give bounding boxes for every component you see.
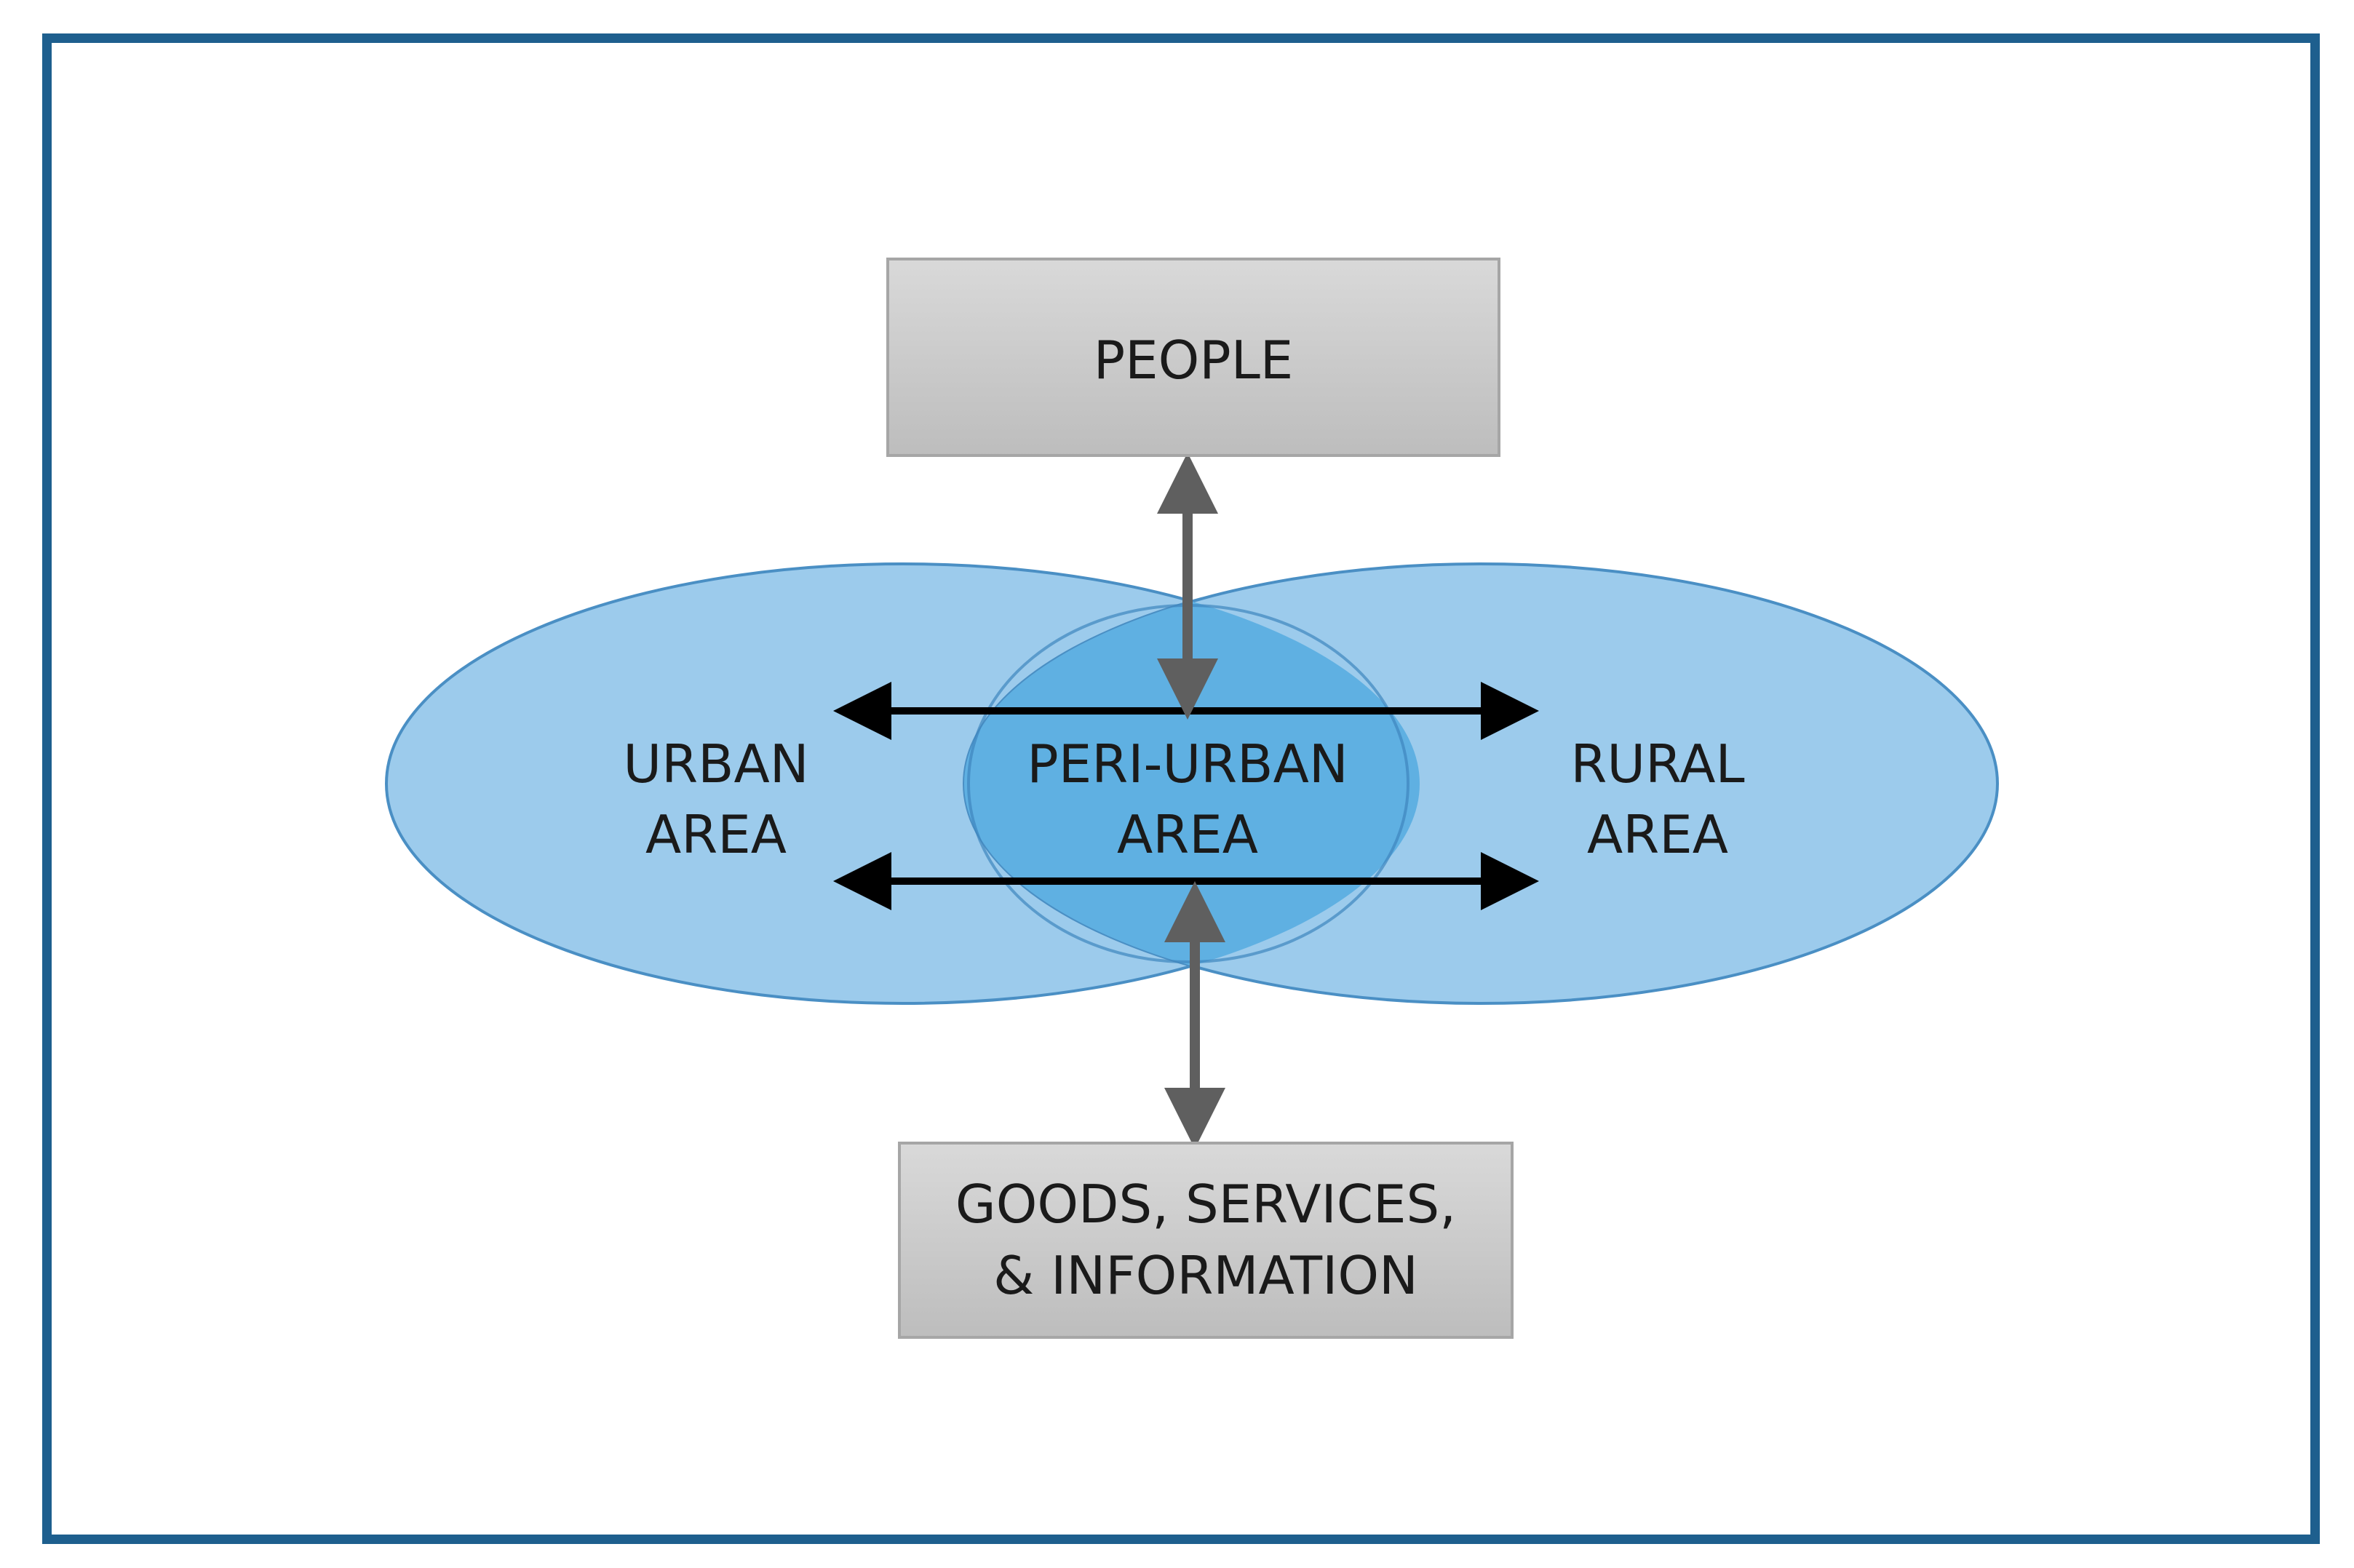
people-label: PEOPLE <box>1094 330 1294 391</box>
urban-label-line2: AREA <box>645 804 787 865</box>
goods-label-line1: GOODS, SERVICES, <box>955 1174 1456 1235</box>
rural-label-line2: AREA <box>1587 804 1728 865</box>
rural-label-line1: RURAL <box>1570 733 1744 795</box>
peri-urban-label-line2: AREA <box>1117 804 1258 865</box>
people-box: PEOPLE <box>886 258 1500 457</box>
goods-label-line2: & INFORMATION <box>993 1245 1418 1306</box>
goods-services-information-box: GOODS, SERVICES, & INFORMATION <box>898 1142 1514 1339</box>
urban-label-line1: URBAN <box>623 733 808 795</box>
peri-urban-label-line1: PERI-URBAN <box>1027 733 1348 795</box>
